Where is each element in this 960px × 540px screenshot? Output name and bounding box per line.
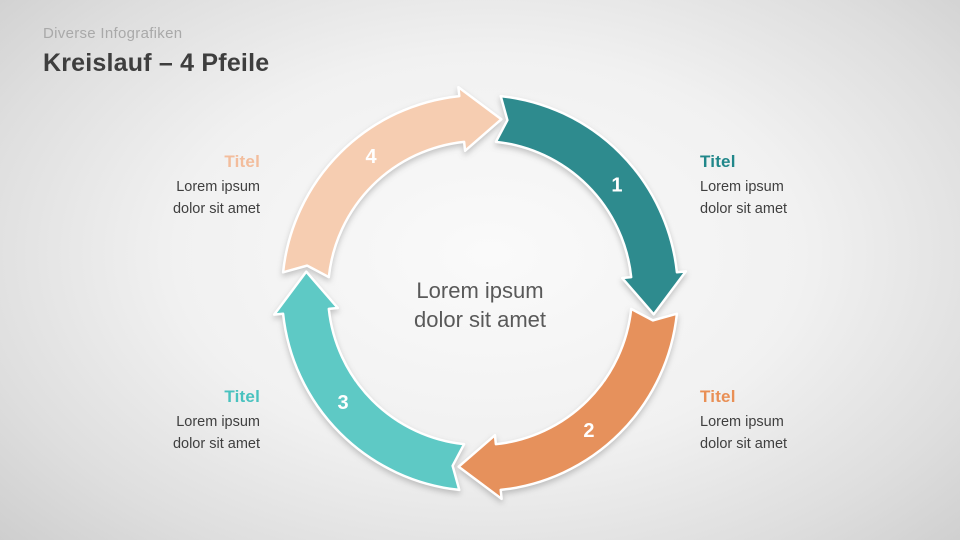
label-step-2: Titel Lorem ipsum dolor sit amet xyxy=(700,387,890,456)
center-line-1: Lorem ipsum xyxy=(416,278,544,303)
cycle-arrows: 1 2 3 4 xyxy=(272,85,688,501)
label-step-3-text: Lorem ipsum dolor sit amet xyxy=(172,414,260,452)
label-step-3-title: Titel xyxy=(224,387,260,406)
label-step-1-text: Lorem ipsum dolor sit amet xyxy=(700,179,788,217)
label-step-1: Titel Lorem ipsum dolor sit amet xyxy=(700,152,890,221)
slide-header: Diverse Infografiken Kreislauf – 4 Pfeil… xyxy=(43,25,269,78)
label-step-1-title: Titel xyxy=(700,152,736,171)
page-title: Kreislauf – 4 Pfeile xyxy=(43,49,270,77)
cycle-number-3: 3 xyxy=(337,392,348,414)
center-line-2: dolor sit amet xyxy=(413,307,547,333)
label-step-4: Titel Lorem ipsum dolor sit amet xyxy=(70,152,260,221)
cycle-number-1: 1 xyxy=(611,174,622,196)
cycle-number-4: 4 xyxy=(365,146,377,168)
slide-eyebrow: Diverse Infografiken xyxy=(43,25,183,42)
cycle-number-2: 2 xyxy=(583,420,594,442)
cycle-arrow-3 xyxy=(272,270,466,492)
cycle-arrow-2 xyxy=(457,307,679,501)
label-step-2-title: Titel xyxy=(700,387,736,406)
cycle-arrow-1 xyxy=(494,94,688,316)
cycle-center-text: Lorem ipsum dolor sit amet xyxy=(320,276,640,334)
label-step-4-title: Titel xyxy=(224,152,260,171)
label-step-3: Titel Lorem ipsum dolor sit amet xyxy=(70,387,260,456)
label-step-2-text: Lorem ipsum dolor sit amet xyxy=(700,414,788,452)
cycle-arrow-4 xyxy=(281,85,503,279)
label-step-4-text: Lorem ipsum dolor sit amet xyxy=(172,179,260,217)
